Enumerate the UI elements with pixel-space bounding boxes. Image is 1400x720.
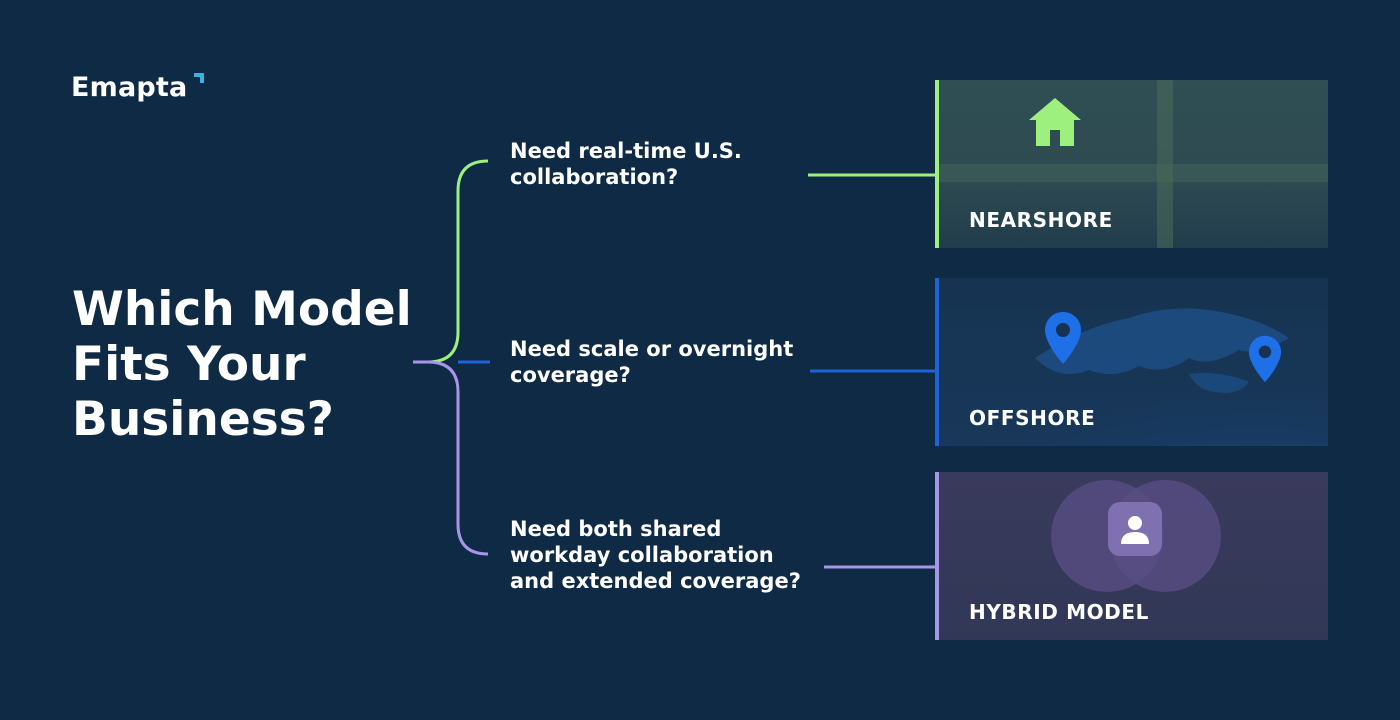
map-pin-icon	[1248, 335, 1282, 383]
question-line: coverage?	[510, 363, 631, 387]
brand-logo: Emapta	[71, 72, 188, 103]
question-line: Need scale or overnight	[510, 337, 794, 361]
house-icon	[1029, 98, 1081, 146]
question-line: workday collaboration	[510, 543, 774, 567]
card-offshore: OFFSHORE	[935, 278, 1328, 446]
person-icon	[1121, 516, 1149, 544]
map-pin-icon	[1045, 312, 1081, 364]
page-title: Which Model Fits Your Business?	[72, 282, 412, 447]
question-nearshore: Need real-time U.S. collaboration?	[510, 138, 742, 190]
question-hybrid: Need both shared workday collaboration a…	[510, 516, 801, 594]
question-line: collaboration?	[510, 165, 679, 189]
branch-nearshore	[427, 159, 489, 364]
question-offshore: Need scale or overnight coverage?	[510, 336, 793, 388]
model-label-nearshore: NEARSHORE	[969, 208, 1113, 232]
question-line: Need real-time U.S.	[510, 139, 742, 163]
card-hybrid: HYBRID MODEL	[935, 472, 1328, 640]
model-label-hybrid: HYBRID MODEL	[969, 600, 1149, 624]
question-line: Need both shared	[510, 517, 722, 541]
globe-art	[939, 288, 1328, 446]
question-line: and extended coverage?	[510, 569, 801, 593]
model-label-offshore: OFFSHORE	[969, 406, 1096, 430]
map-grid-art	[939, 80, 1328, 248]
card-nearshore: NEARSHORE	[935, 80, 1328, 248]
branch-hybrid	[413, 360, 489, 556]
logo-corner-mark	[194, 73, 204, 83]
